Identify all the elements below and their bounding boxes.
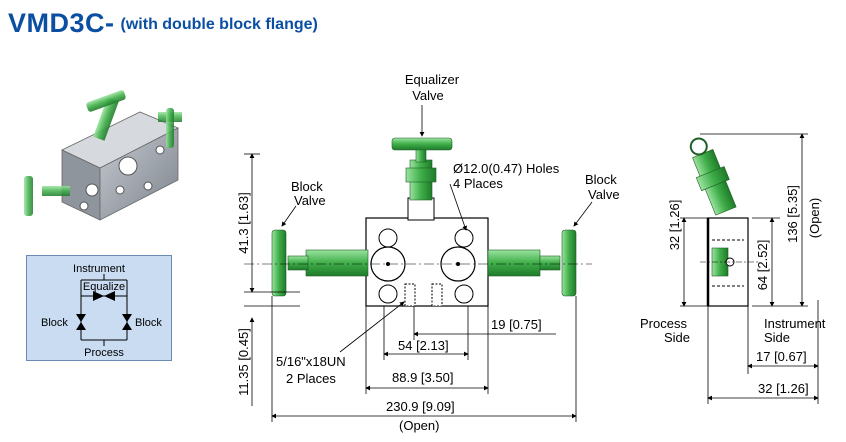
instrument-side-label-1: Instrument: [764, 316, 826, 331]
dim-54: 54 [2.13]: [398, 338, 449, 353]
side-view: [689, 137, 760, 307]
schematic-block-left-label: Block: [41, 317, 68, 329]
page-title: VMD3C- (with double block flange): [8, 8, 318, 39]
front-dimensions: [244, 105, 593, 422]
block-valve-left-label-2: Valve: [294, 193, 326, 208]
side-dim-17: 17 [0.67]: [756, 349, 807, 364]
schematic-instrument-label: Instrument: [73, 263, 125, 275]
block-valve-left-label-1: Block: [291, 179, 323, 194]
side-dim-32: 32 [1.26]: [667, 200, 682, 251]
instrument-side-label-2: Side: [764, 330, 790, 345]
dim-19: 19 [0.75]: [491, 317, 542, 332]
holes-label-2: 4 Places: [453, 176, 503, 191]
thread-label-2: 2 Places: [286, 371, 336, 386]
side-dim-136: 136 [5.35]: [785, 185, 800, 243]
schematic-process-label: Process: [84, 347, 124, 359]
block-valve-right-label-1: Block: [585, 172, 617, 187]
side-dim-64: 64 [2.52]: [755, 240, 770, 291]
dim-open-front: (Open): [399, 418, 439, 433]
side-dim-open: (Open): [807, 198, 822, 238]
schematic-equalize-label: Equalize: [83, 281, 125, 293]
block-valve-right-label-2: Valve: [588, 187, 620, 202]
side-dimensions: [680, 133, 819, 404]
holes-label-1: Ø12.0(0.47) Holes: [453, 161, 560, 176]
model-name: VMD3C-: [8, 8, 115, 38]
equalizer-valve-label-1: Equalizer: [405, 72, 460, 87]
valve-schematic: Instrument Equalize Block Block Process: [26, 255, 172, 361]
dim-height-bottom: 11.35 [0.45]: [236, 328, 251, 396]
side-dim-32-bottom: 32 [1.26]: [758, 381, 809, 396]
dim-230-9: 230.9 [9.09]: [386, 399, 455, 414]
process-side-label-2: Side: [664, 330, 690, 345]
iso-render: [24, 90, 182, 221]
dim-height-top: 41.3 [1.63]: [236, 192, 251, 253]
equalizer-valve-label-2: Valve: [412, 88, 444, 103]
schematic-block-right-label: Block: [135, 317, 162, 329]
dim-88-9: 88.9 [3.50]: [392, 370, 453, 385]
thread-label-1: 5/16"x18UN: [276, 354, 346, 369]
schematic-diagram: Instrument Equalize Block Block Process: [41, 263, 162, 359]
model-subtitle: (with double block flange): [120, 16, 318, 33]
process-side-label-1: Process: [640, 316, 687, 331]
front-view: [244, 137, 592, 307]
